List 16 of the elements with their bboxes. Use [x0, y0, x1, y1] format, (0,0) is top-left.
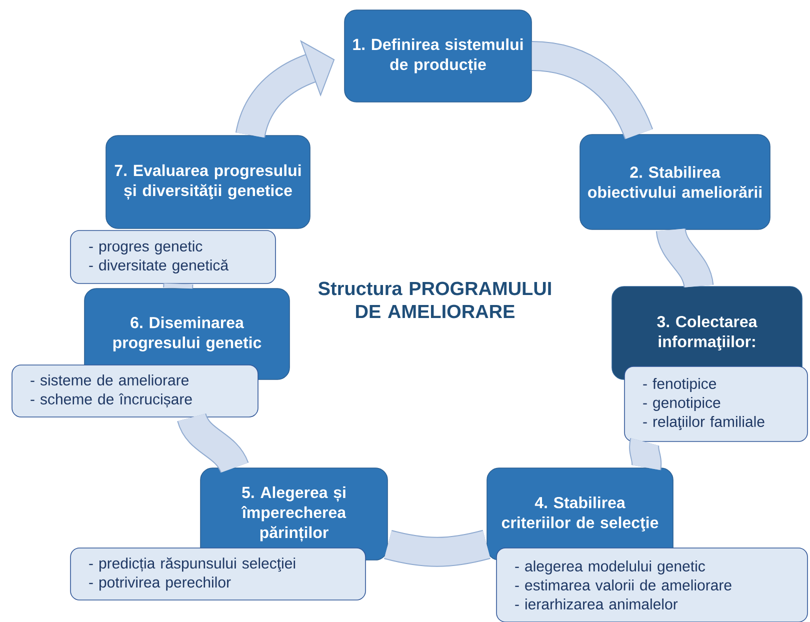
step-box: 7. Evaluarea progresului și diversităţii genetice — [106, 135, 310, 229]
ring-segment — [531, 41, 653, 140]
step-box: 1. Definirea sistemului de producție — [344, 10, 532, 102]
ring-arrow — [236, 40, 335, 139]
detail-box: - fenotipice - genotipice - relaţiilor familiale — [624, 366, 808, 442]
ring-segment — [384, 530, 490, 567]
detail-box: - alegerea modelului genetic - estimarea valorii de ameliorare - ierarhizarea animalelor — [496, 548, 808, 622]
ring-segment — [656, 227, 714, 289]
detail-box: - predicția răspunsului selecţiei - potrivirea perechilor — [70, 548, 366, 600]
detail-box: - progres genetic - diversitate genetică — [70, 230, 276, 284]
step-box: 2. Stabilirea obiectivului ameliorării — [580, 134, 770, 230]
ring-segment — [163, 283, 194, 289]
title: Structura PROGRAMULUI DE AMELIORARE — [318, 282, 551, 318]
ring-segment — [178, 412, 248, 474]
ring-segment — [629, 438, 662, 470]
detail-box: - sisteme de ameliorare - scheme de încrucișare — [12, 364, 258, 418]
